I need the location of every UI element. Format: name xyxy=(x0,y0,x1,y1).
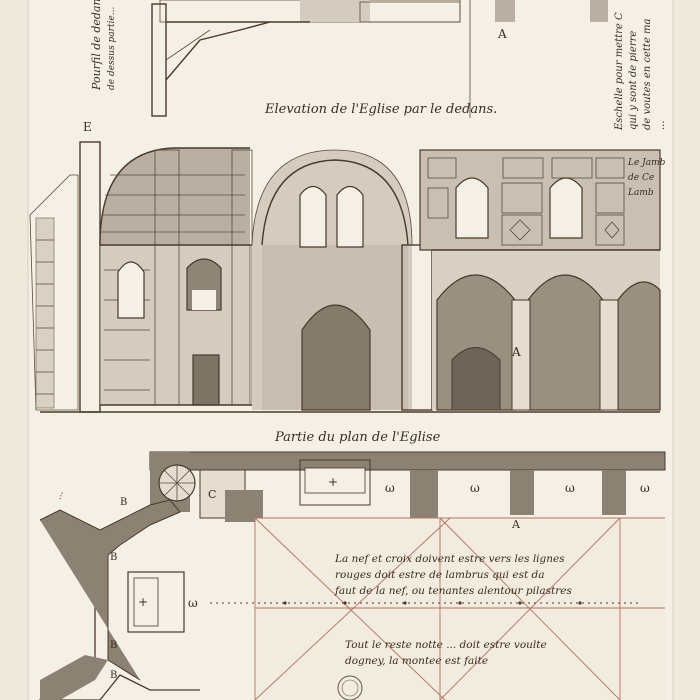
collection-stamp xyxy=(337,675,363,700)
plan-note-1-line-2: rouges doit estre de lambrus qui est da xyxy=(335,569,545,581)
church-elevation: E xyxy=(29,120,661,413)
elevation-title: Elevation de l'Eglise par le dedans. xyxy=(264,102,497,117)
faint-scribble: ... xyxy=(53,489,65,501)
upper-window-1 xyxy=(455,177,489,239)
right-margin-note-4: ... xyxy=(656,120,667,130)
church-plan xyxy=(39,451,666,700)
apse-window-left xyxy=(117,261,145,319)
right-margin-note-2: qui y sont de pierre xyxy=(628,31,639,130)
left-margin-note: Pourfil de dedans xyxy=(90,0,103,91)
plan-marker-c: C xyxy=(208,488,216,501)
brick-wall xyxy=(35,217,55,409)
plan-marker-b3: B xyxy=(110,670,117,681)
plan-note-2-line-2: dogney, la montee est faite xyxy=(345,655,488,667)
right-elevation-note-2: de Ce xyxy=(628,173,654,183)
plan-title: Partie du plan de l'Eglise xyxy=(274,430,441,445)
plan-omega-4: ω xyxy=(640,481,650,495)
plan-marker-a: A xyxy=(511,518,521,531)
plan-plus-2: + xyxy=(138,595,148,609)
plan-omega-3: ω xyxy=(565,481,575,495)
plan-omega-2: ω xyxy=(470,481,480,495)
altar xyxy=(127,571,185,633)
nave-window-right xyxy=(336,185,364,248)
right-margin-note-3: de voutes en cette ma xyxy=(642,18,653,130)
plan-marker-b2: B xyxy=(110,640,117,651)
apse-door xyxy=(192,354,220,406)
plan-note-2-line-1: Tout le reste notte ... doit estre voult… xyxy=(345,639,547,651)
nave-window-left xyxy=(299,185,327,248)
plan-marker-b1: B xyxy=(110,552,117,563)
plan-plus-1: + xyxy=(328,475,338,489)
marker-e: E xyxy=(83,120,92,134)
elevation-marker-a: A xyxy=(511,345,521,359)
plan-marker-b4: B xyxy=(120,497,127,508)
plan-omega-5: ω xyxy=(188,596,198,610)
nave-arch-opening xyxy=(301,304,371,411)
upper-window-2 xyxy=(549,177,583,239)
plan-omega-1: ω xyxy=(385,481,395,495)
right-elevation-note-3: Lamb xyxy=(627,188,654,198)
right-margin-note-1: Eschelle pour mettre C xyxy=(614,12,625,131)
top-elevation-fragment xyxy=(151,0,608,118)
plan-note-1-line-3: faut de la nef, ou tenantes alentour pil… xyxy=(334,585,572,597)
left-margin-note-2: de dessus partie... xyxy=(107,6,117,90)
top-marker-a: A xyxy=(497,27,507,41)
plan-note-1-line-1: La nef et croix doivent estre vers les l… xyxy=(334,553,565,565)
right-elevation-note-1: Le Jamb xyxy=(627,158,666,168)
